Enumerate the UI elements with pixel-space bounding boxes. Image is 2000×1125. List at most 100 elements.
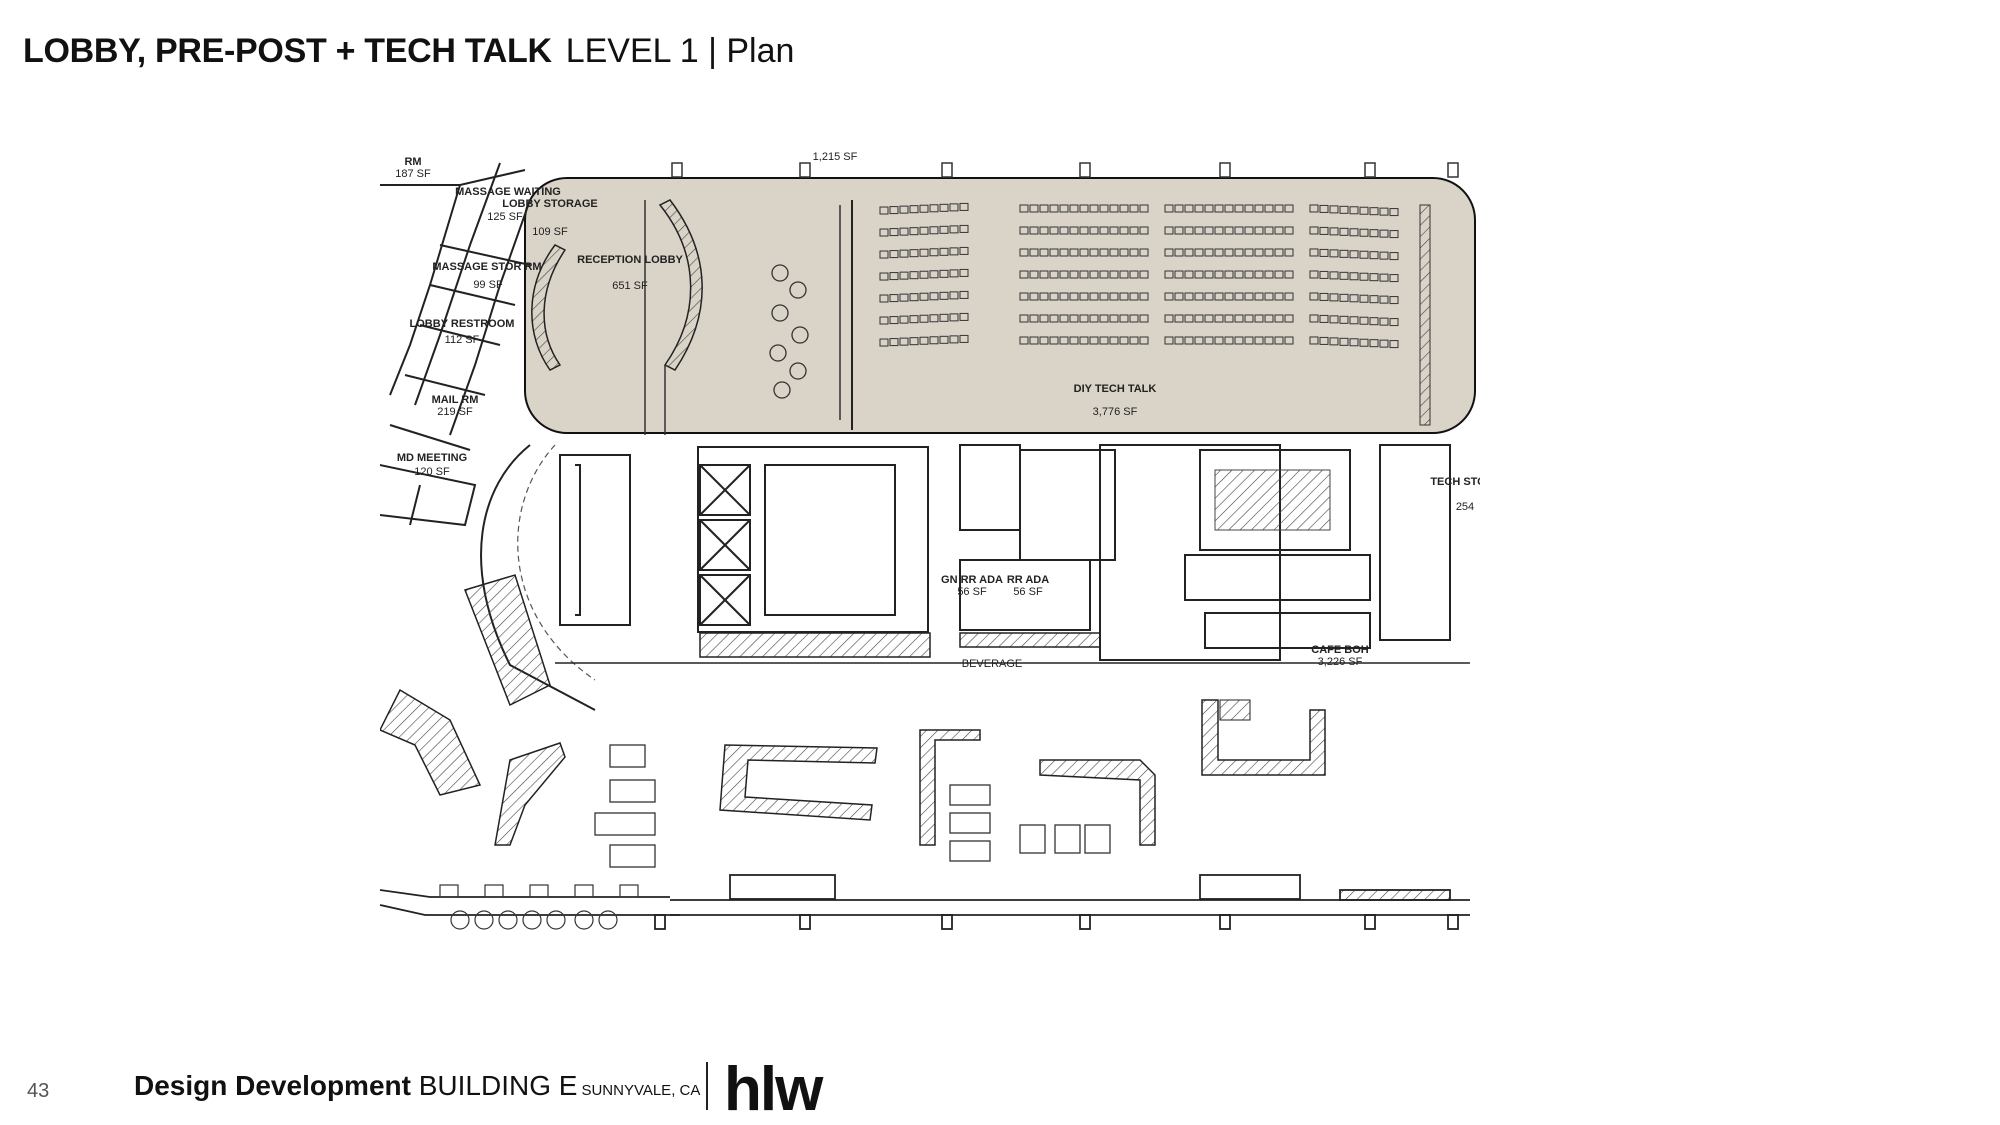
seat — [1059, 336, 1069, 345]
seat — [929, 314, 939, 323]
seat — [1059, 204, 1069, 213]
seat — [1214, 336, 1224, 345]
seat — [1029, 292, 1039, 301]
seat — [1234, 292, 1244, 301]
seat — [939, 335, 949, 344]
seat — [949, 291, 959, 300]
seat — [1309, 226, 1319, 235]
seat — [1174, 270, 1184, 279]
seat — [1119, 292, 1129, 301]
seat — [1244, 336, 1254, 345]
seat — [1089, 248, 1099, 257]
seat — [1234, 248, 1244, 257]
seat — [1329, 227, 1339, 236]
seat — [1019, 292, 1029, 301]
seat — [1119, 314, 1129, 323]
seat — [1109, 292, 1119, 301]
seat — [1264, 204, 1274, 213]
seat — [1319, 204, 1329, 213]
seat — [909, 315, 919, 324]
seat — [1029, 226, 1039, 235]
seat — [879, 250, 889, 259]
seat — [939, 225, 949, 234]
seat — [1119, 270, 1129, 279]
seat — [899, 315, 909, 324]
seat — [1099, 314, 1109, 323]
seat — [899, 293, 909, 302]
seat — [1264, 226, 1274, 235]
seat — [909, 227, 919, 236]
seat — [1284, 226, 1294, 235]
seat — [1204, 292, 1214, 301]
seat — [1089, 204, 1099, 213]
seat — [1069, 204, 1079, 213]
room-area-massage-waiting: 125 SF — [487, 211, 523, 223]
seat — [1224, 204, 1234, 213]
seat — [909, 293, 919, 302]
seat — [1369, 229, 1379, 238]
room-label-massage-stor: MASSAGE STOR RM — [432, 261, 541, 273]
seat — [1139, 336, 1149, 345]
seat — [1309, 292, 1319, 301]
seat — [959, 268, 969, 277]
room-label-tech-stor: TECH STOR — [1430, 476, 1480, 488]
servery-curve-right — [1039, 759, 1156, 846]
room-area-diy-tech-talk: 3,776 SF — [1093, 406, 1138, 418]
seat — [1109, 314, 1119, 323]
room-area-gn-rr-ada: 56 SF — [957, 586, 987, 598]
seat — [959, 224, 969, 233]
seat — [1379, 295, 1389, 304]
seat — [1389, 318, 1399, 327]
seat — [1319, 248, 1329, 257]
seat — [889, 206, 899, 215]
room-label-gn-rr-ada: GN RR ADA — [941, 574, 1003, 586]
seat — [1369, 317, 1379, 326]
seat — [1284, 314, 1294, 323]
seat — [1164, 204, 1174, 213]
seat — [939, 313, 949, 322]
footer-divider — [706, 1062, 708, 1110]
seat — [1244, 204, 1254, 213]
room-label-beverage: BEVERAGE — [962, 658, 1023, 670]
seat — [1254, 248, 1264, 257]
seat — [1139, 204, 1149, 213]
seat — [1319, 336, 1329, 345]
seat — [1129, 292, 1139, 301]
seat — [1224, 226, 1234, 235]
seat — [1329, 337, 1339, 346]
seat — [879, 206, 889, 215]
seat — [1234, 226, 1244, 235]
seat — [919, 336, 929, 345]
servery-boh — [1201, 699, 1326, 776]
room-label-lobby-restroom: LOBBY RESTROOM — [410, 318, 515, 330]
room-area-tech-stor: 254 — [1456, 501, 1474, 513]
seat — [1204, 204, 1214, 213]
room-area-mail-rm: 219 SF — [437, 406, 473, 418]
seat — [1194, 292, 1204, 301]
seat — [1214, 248, 1224, 257]
seat — [1099, 226, 1109, 235]
seat — [1089, 270, 1099, 279]
seat — [929, 270, 939, 279]
seat — [1194, 270, 1204, 279]
room-label-mail-rm: MAIL RM — [432, 394, 479, 406]
servery-u — [719, 744, 878, 821]
seat — [1349, 228, 1359, 237]
seat — [1204, 314, 1214, 323]
seat — [1129, 336, 1139, 345]
seat — [1274, 314, 1284, 323]
seat — [1029, 204, 1039, 213]
seat — [949, 225, 959, 234]
seat — [1079, 248, 1089, 257]
seat — [1029, 248, 1039, 257]
seat — [1369, 295, 1379, 304]
seat — [1089, 314, 1099, 323]
seat — [1029, 336, 1039, 345]
seat — [1309, 248, 1319, 257]
seat — [1329, 271, 1339, 280]
seat — [1379, 339, 1389, 348]
seat — [1284, 270, 1294, 279]
seat — [919, 270, 929, 279]
seat — [1254, 336, 1264, 345]
seat — [1264, 270, 1274, 279]
